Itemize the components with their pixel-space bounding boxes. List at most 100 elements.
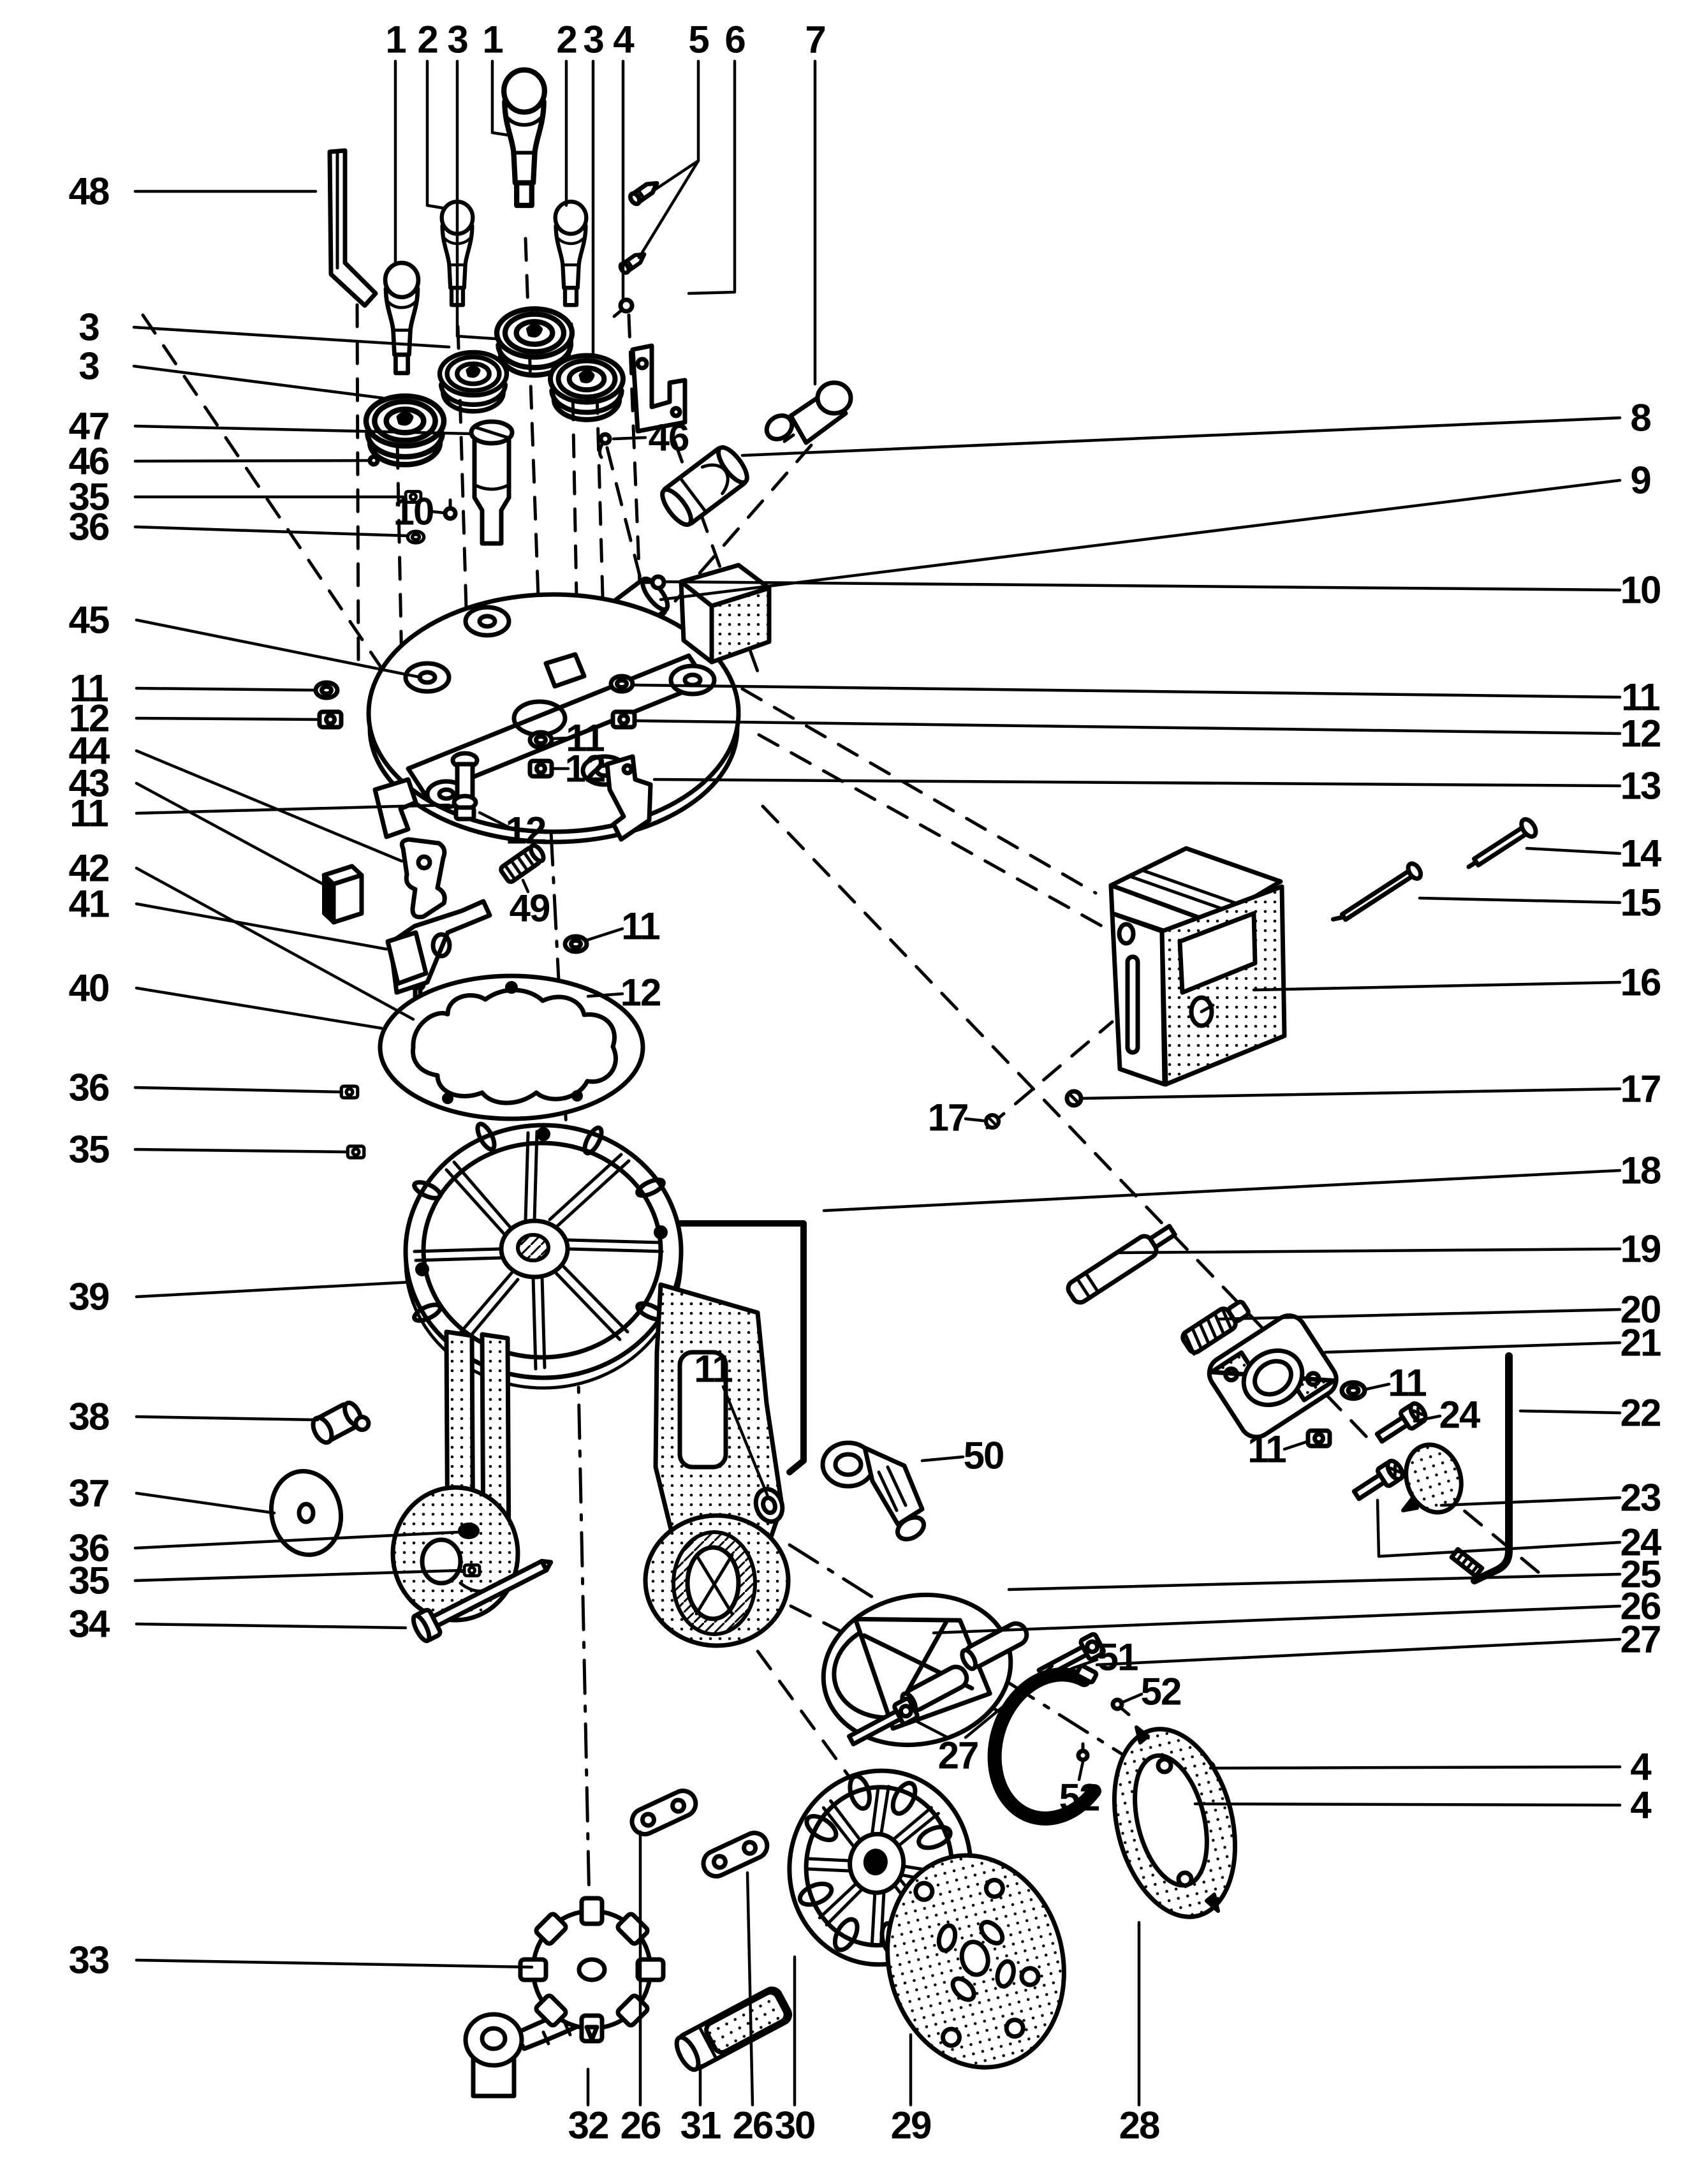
- callout-12-leader: [635, 719, 1622, 735]
- callout-12-label: 12: [621, 971, 661, 1014]
- callout-14-leader: [1525, 846, 1622, 855]
- part-11-nut-drawing: [1308, 1431, 1330, 1446]
- callout-24-leader: [1376, 1498, 1622, 1558]
- part-18-rod-drawing: [677, 1220, 807, 1475]
- axis-line-12: [355, 303, 360, 668]
- callout-17-leader: [964, 1117, 985, 1123]
- part-45-top-plate-drawing: [366, 563, 772, 845]
- callout-11-leader: [550, 736, 570, 741]
- callout-11-leader: [135, 686, 317, 692]
- part-35-nut-drawing: [348, 1146, 364, 1158]
- part-1-knob-drawing: [385, 263, 418, 373]
- callout-3-leader: [132, 325, 451, 349]
- part-27-bolt-drawing: [847, 1696, 920, 1746]
- callout-36-leader: [133, 525, 409, 538]
- callout-27-leader: [1095, 1637, 1622, 1667]
- callout-40-leader: [135, 986, 383, 1030]
- callout-35-label: 35: [69, 476, 109, 519]
- part-12-nut-drawing: [320, 712, 341, 727]
- callout-11-label: 11: [70, 667, 108, 710]
- part-35-nut-drawing: [464, 1565, 480, 1576]
- axis-line-7: [605, 446, 642, 580]
- callout-39-label: 39: [69, 1276, 109, 1318]
- part-11-washer-drawing: [753, 1487, 785, 1524]
- part-13-bracket-drawing: [605, 754, 653, 842]
- callout-24-label: 24: [1439, 1394, 1481, 1436]
- callout-52-label: 52: [1141, 1671, 1181, 1713]
- part-1-knob-drawing: [504, 70, 545, 205]
- part-10-screw-drawing: [443, 498, 458, 521]
- callout-45-leader: [135, 618, 423, 679]
- part-3-bearing-drawing: [550, 356, 623, 420]
- callout-17-label: 17: [1621, 1068, 1661, 1110]
- callout-7-label: 7: [805, 18, 825, 61]
- callout-12-leader: [135, 716, 320, 721]
- part-36-washer-drawing: [458, 1523, 480, 1539]
- callout-42-label: 42: [69, 847, 109, 890]
- callout-3-label: 3: [447, 18, 467, 61]
- callout-32-label: 32: [568, 2104, 608, 2147]
- callout-2-label: 2: [417, 18, 437, 61]
- part-19-shaft-drawing: [1066, 1223, 1177, 1305]
- part-38-plug-drawing: [311, 1400, 371, 1445]
- callout-2-leader: [425, 59, 445, 210]
- callout-11-leader: [1364, 1382, 1391, 1391]
- callout-26-label: 26: [1621, 1585, 1661, 1628]
- callout-11-label: 11: [1621, 676, 1659, 719]
- part-40-spring-ring-drawing: [378, 973, 645, 1121]
- part-46-pin-drawing: [598, 432, 612, 459]
- callout-42-leader: [135, 866, 415, 1021]
- callout-36-leader: [133, 1530, 461, 1550]
- callout-15-label: 15: [1621, 882, 1661, 924]
- callout-47-leader: [133, 424, 474, 436]
- callout-4-leader: [1193, 1802, 1622, 1807]
- callout-4-leader: [1209, 1765, 1622, 1770]
- part-23-disc-drawing: [1401, 1442, 1464, 1515]
- callout-3-label: 3: [583, 18, 603, 61]
- callout-27-leader: [964, 1664, 1054, 1739]
- callout-18-leader: [822, 1169, 1622, 1213]
- callout-35-leader: [133, 1147, 350, 1154]
- part-34-bolt-drawing: [411, 1558, 554, 1644]
- callout-52-leader: [1122, 1692, 1143, 1704]
- callout-5-leader: [637, 159, 700, 260]
- part-41-clamp-arm-drawing: [385, 899, 492, 995]
- callout-3-label: 3: [78, 306, 99, 349]
- callout-11-leader: [135, 803, 451, 815]
- callout-52-label: 52: [1059, 1776, 1099, 1819]
- callout-8-label: 8: [1630, 397, 1650, 439]
- callout-35-label: 35: [69, 1560, 109, 1602]
- callout-9-leader: [659, 478, 1622, 601]
- callout-22-label: 22: [1621, 1392, 1661, 1435]
- part-31-pin-drawing: [674, 1986, 793, 2072]
- part-47-screw-drawing: [469, 419, 515, 546]
- part-14-screw-drawing: [1466, 817, 1538, 869]
- callout-31-label: 31: [680, 2104, 721, 2147]
- callout-14-label: 14: [1621, 832, 1662, 875]
- callout-19-leader: [1114, 1247, 1622, 1255]
- callout-35-label: 35: [69, 1128, 109, 1171]
- callout-12-label: 12: [1621, 712, 1661, 755]
- callout-28-label: 28: [1119, 2104, 1159, 2147]
- callout-44-leader: [135, 749, 404, 863]
- callout-3-leader: [455, 59, 497, 341]
- part-52-screw-drawing: [1076, 1742, 1090, 1762]
- callout-37-leader: [135, 1491, 276, 1515]
- part-11-washer-drawing: [316, 682, 337, 698]
- part-50-elbow-fitting-drawing: [820, 1440, 926, 1542]
- callout-11-leader: [632, 683, 1622, 699]
- callout-6-label: 6: [724, 18, 745, 61]
- callout-23-leader: [1439, 1496, 1622, 1507]
- callout-11-leader: [721, 1385, 770, 1498]
- part-44-clamp-shoe-drawing: [399, 837, 447, 920]
- part-51-c-clip-drawing: [987, 1664, 1101, 1826]
- callout-11-label: 11: [694, 1348, 732, 1391]
- callout-10-label: 10: [1621, 569, 1661, 612]
- callout-15-leader: [1418, 896, 1622, 904]
- callout-3-label: 3: [78, 345, 99, 388]
- callout-49-leader: [521, 878, 530, 894]
- callout-47-label: 47: [69, 405, 109, 448]
- part-24-bolt-drawing: [1374, 1401, 1428, 1446]
- part-6-bracket-drawing: [630, 343, 687, 434]
- callout-1-label: 1: [482, 18, 503, 61]
